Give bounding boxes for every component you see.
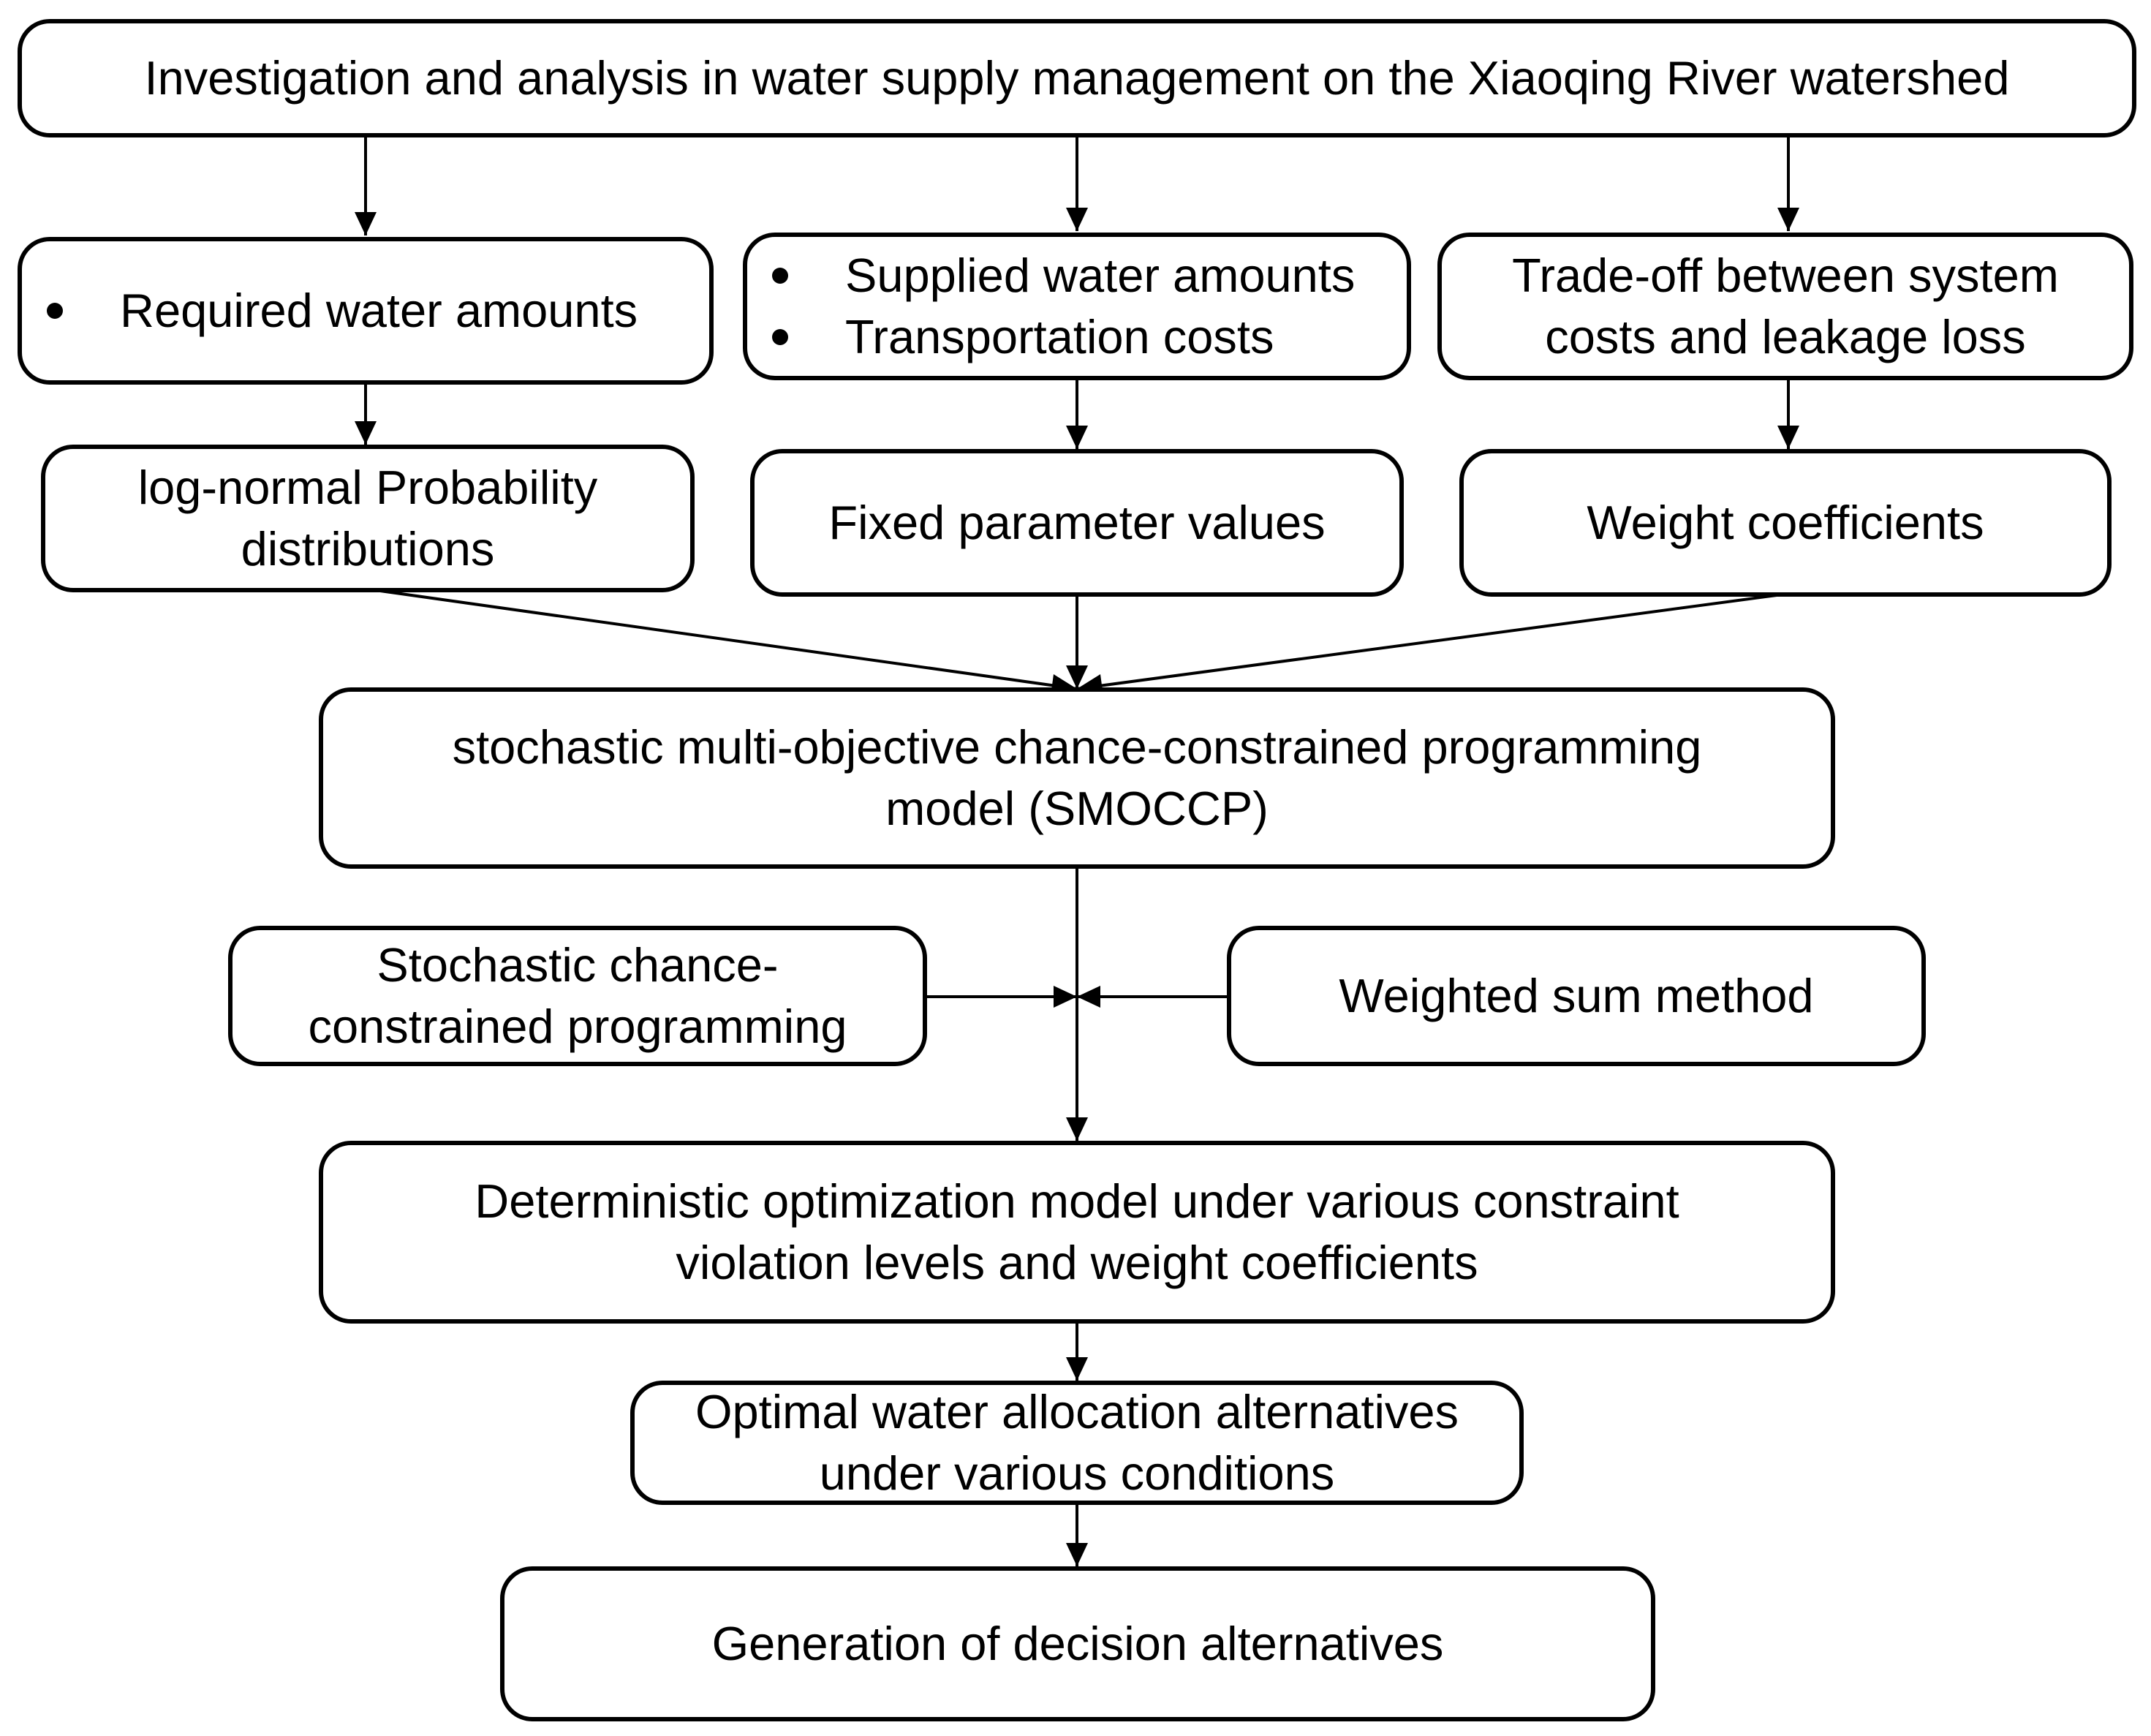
box-text: Supplied water amounts	[845, 249, 1356, 302]
box-text: Fixed parameter values	[828, 496, 1326, 549]
arrowhead	[355, 212, 377, 235]
box-text: violation levels and weight coefficients	[676, 1236, 1478, 1289]
arrowhead	[1066, 1357, 1088, 1381]
bullet-icon	[772, 268, 788, 284]
box-text: Investigation and analysis in water supp…	[144, 51, 2010, 105]
box-text: constrained programming	[308, 1000, 847, 1053]
tradeoff-box: Trade-off between system costs and leaka…	[1437, 233, 2133, 380]
bullet-item: Transportation costs	[772, 306, 1274, 368]
optimal-allocation-box: Optimal water allocation alternatives un…	[630, 1381, 1524, 1505]
box-text: Weighted sum method	[1339, 969, 1814, 1022]
box-text: Weight coefficients	[1587, 496, 1984, 549]
arrowhead	[1077, 986, 1100, 1008]
bullet-icon	[47, 303, 63, 319]
arrowhead	[355, 421, 377, 445]
lognormal-box: log-normal Probability distributions	[41, 445, 695, 592]
chance-constrained-box: Stochastic chance- constrained programmi…	[228, 926, 927, 1066]
arrowhead	[1054, 986, 1077, 1008]
arrowhead	[1066, 426, 1088, 449]
generation-box: Generation of decision alternatives	[500, 1566, 1655, 1721]
box-text: model (SMOCCP)	[885, 782, 1269, 835]
box-text: under various conditions	[819, 1446, 1335, 1500]
box-text: Trade-off between system	[1512, 249, 2059, 302]
box-text: distributions	[241, 522, 495, 575]
arrow-lognormal-to-smoccp	[379, 589, 1078, 690]
bullet-item: Required water amounts	[47, 280, 638, 341]
supplied-water-box: Supplied water amounts Transportation co…	[743, 233, 1411, 380]
box-text: Required water amounts	[120, 284, 638, 337]
arrowhead	[1777, 426, 1799, 449]
bullet-item: Supplied water amounts	[772, 245, 1355, 306]
arrowhead	[1066, 665, 1088, 689]
box-text: costs and leakage loss	[1545, 310, 2026, 363]
arrowhead	[1066, 208, 1088, 231]
arrowhead	[1777, 208, 1799, 231]
weight-coefficients-box: Weight coefficients	[1459, 449, 2112, 597]
box-text: Deterministic optimization model under v…	[475, 1174, 1679, 1228]
box-text: Transportation costs	[845, 310, 1274, 363]
weighted-sum-box: Weighted sum method	[1227, 926, 1926, 1066]
arrowhead	[1066, 1543, 1088, 1566]
bullet-icon	[772, 329, 788, 345]
smoccp-box: stochastic multi-objective chance-constr…	[319, 687, 1835, 869]
box-text: Stochastic chance-	[377, 938, 779, 992]
deterministic-model-box: Deterministic optimization model under v…	[319, 1141, 1835, 1324]
fixed-parameter-box: Fixed parameter values	[750, 449, 1404, 597]
investigation-box: Investigation and analysis in water supp…	[18, 19, 2136, 137]
box-text: stochastic multi-objective chance-constr…	[452, 720, 1702, 774]
arrow-weight-to-smoccp	[1076, 594, 1777, 690]
box-text: Optimal water allocation alternatives	[695, 1385, 1459, 1438]
required-water-box: Required water amounts	[18, 237, 714, 385]
box-text: Generation of decision alternatives	[711, 1617, 1444, 1670]
box-text: log-normal Probability	[137, 461, 598, 514]
arrowhead	[1066, 1117, 1088, 1141]
